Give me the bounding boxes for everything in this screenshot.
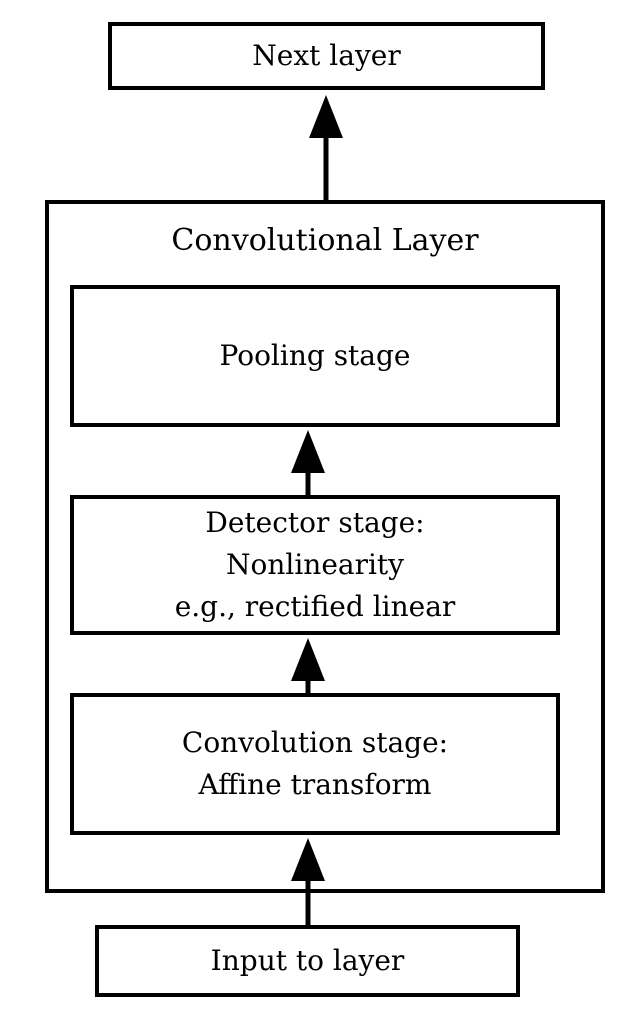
convolution-stage-line-1: Convolution stage: (181, 726, 449, 759)
convolutional-layer-title: Convolutional Layer (171, 223, 479, 258)
convolution-stage-line-2: Affine transform (198, 768, 432, 801)
arrow-to-next-layer (309, 95, 343, 200)
detector-stage-line-1: Detector stage: (205, 506, 425, 539)
next-layer-label: Next layer (252, 39, 401, 72)
pooling-stage-box: Pooling stage (70, 285, 560, 427)
detector-stage-line-3: e.g., rectified linear (174, 590, 456, 623)
pooling-stage-label: Pooling stage (219, 339, 411, 372)
input-to-layer-box: Input to layer (95, 925, 520, 997)
input-to-layer-label: Input to layer (210, 944, 405, 977)
detector-stage-box: Detector stage: Nonlinearity e.g., recti… (70, 495, 560, 635)
detector-stage-line-2: Nonlinearity (225, 548, 404, 581)
next-layer-box: Next layer (108, 22, 545, 90)
convolution-stage-box: Convolution stage: Affine transform (70, 693, 560, 835)
